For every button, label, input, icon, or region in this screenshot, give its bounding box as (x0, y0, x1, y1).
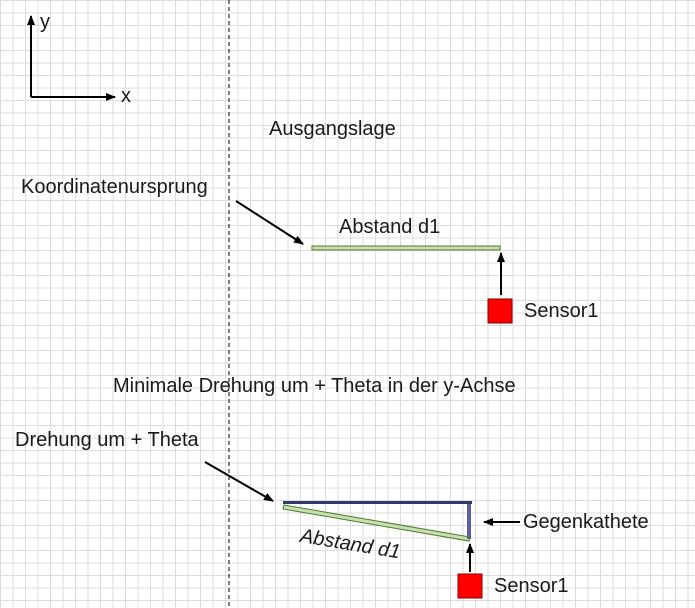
gegenkathete-bar (467, 504, 471, 539)
gegenkathete-label: Gegenkathete (523, 511, 649, 533)
reference-line-horizontal (283, 501, 472, 504)
abstand-label-top: Abstand d1 (339, 216, 441, 238)
sensor-label-bottom: Sensor1 (494, 575, 569, 597)
minimale-drehung-title: Minimale Drehung um + Theta in der y-Ach… (113, 375, 516, 397)
sensor-label-top: Sensor1 (524, 300, 599, 322)
koordinatenursprung-label: Koordinatenursprung (21, 176, 208, 198)
distance-bar-rotated (282, 504, 471, 542)
y-axis-label: y (40, 11, 50, 33)
koordinatenursprung-arrow (235, 200, 304, 245)
ausgangslage-title: Ausgangslage (269, 118, 396, 140)
x-axis-label: x (121, 85, 131, 107)
drehung-arrow (204, 461, 274, 502)
sensor-top (487, 298, 513, 324)
sensor-bottom (457, 573, 483, 599)
drehung-label: Drehung um + Theta (15, 429, 199, 451)
distance-bar-top (311, 245, 501, 251)
